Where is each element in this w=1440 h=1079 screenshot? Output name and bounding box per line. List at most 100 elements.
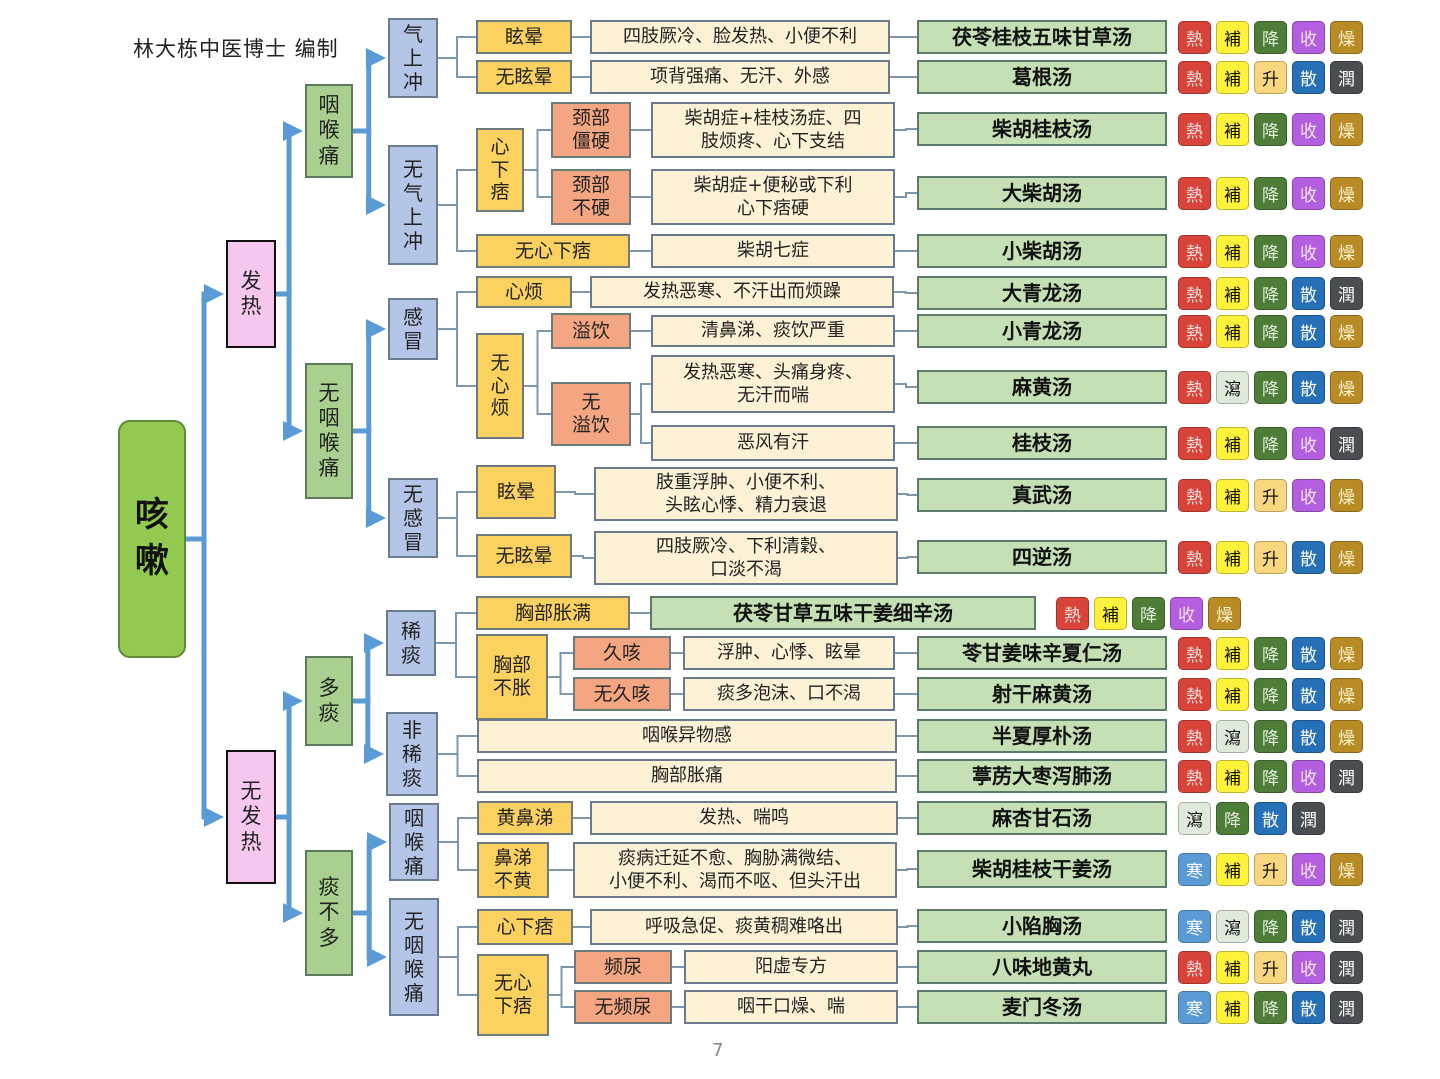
condition-node-d3: 心 下 痞 [476, 128, 524, 212]
property-tag: 降 [1254, 177, 1287, 210]
sub-branch-node-c6: 非 稀 痰 [386, 712, 438, 796]
property-tag: 寒 [1178, 853, 1211, 886]
symptom-branch-node-b4: 痰 不 多 [305, 850, 353, 976]
symptom-box: 痰病迁延不愈、胸胁满微结、 小便不利、渴而不呕、但头汗出 [573, 842, 897, 898]
connector-line [438, 328, 476, 387]
property-tag: 潤 [1330, 277, 1363, 310]
sub-condition-node-e5: 久咳 [573, 636, 671, 670]
property-tag: 熱 [1178, 371, 1211, 404]
property-tag: 降 [1254, 637, 1287, 670]
property-tag: 補 [1216, 277, 1249, 310]
property-tag: 收 [1292, 479, 1325, 512]
property-tag: 潤 [1330, 61, 1363, 94]
connector-line [898, 556, 917, 559]
sub-condition-node-e6: 无久咳 [573, 677, 671, 711]
arrow-connector [353, 48, 386, 134]
sub-branch-node-c3: 感 冒 [388, 298, 438, 360]
formula-box: 葛根汤 [917, 60, 1167, 94]
property-tag: 燥 [1330, 678, 1363, 711]
connector-line [439, 841, 477, 871]
connector-line [438, 169, 476, 206]
property-tag: 燥 [1330, 315, 1363, 348]
condition-node-d6: 无 心 烦 [476, 333, 524, 439]
connector-line [898, 925, 917, 928]
symptom-box: 阳虚专方 [684, 950, 898, 984]
arrow-connector [186, 284, 224, 542]
connector-line [438, 36, 476, 59]
arrow-connector [353, 428, 386, 528]
property-tag: 散 [1292, 720, 1325, 753]
property-tag: 補 [1216, 113, 1249, 146]
symptom-box: 呼吸急促、痰黄稠难咯出 [590, 909, 898, 945]
formula-box: 射干麻黄汤 [917, 677, 1167, 711]
condition-node-d2: 无眩晕 [476, 60, 572, 94]
connector-line [894, 291, 917, 294]
connector-line [439, 956, 477, 996]
condition-node-d8: 无眩晕 [476, 534, 572, 578]
connector-line [895, 192, 917, 198]
property-tag: 降 [1216, 802, 1249, 835]
arrow-connector [276, 121, 303, 297]
connector-line [436, 642, 476, 678]
sub-condition-node-e1: 颈部 僵硬 [551, 102, 631, 158]
symptom-box: 恶风有汗 [651, 425, 895, 461]
sub-condition-node-e8: 无频尿 [574, 990, 672, 1024]
fever-node-a1: 发 热 [226, 240, 276, 348]
condition-node-d13: 心下痞 [477, 909, 573, 945]
formula-box: 茯苓甘草五味干姜细辛汤 [650, 596, 1036, 630]
property-tag: 降 [1254, 277, 1287, 310]
symptom-branch-node-b2: 无 咽 喉 痛 [305, 363, 353, 499]
connector-line [524, 330, 551, 387]
property-tag: 收 [1292, 177, 1325, 210]
formula-box: 麻黄汤 [917, 370, 1167, 404]
connector-line [631, 383, 651, 415]
sub-condition-node-e7: 频尿 [574, 950, 672, 984]
property-tag: 熱 [1178, 21, 1211, 54]
property-tag: 補 [1216, 991, 1249, 1024]
property-tag: 熱 [1178, 315, 1211, 348]
property-tag: 收 [1292, 760, 1325, 793]
connector-line [548, 652, 573, 678]
property-tag: 熱 [1056, 597, 1089, 630]
property-tag: 降 [1254, 315, 1287, 348]
property-tag: 散 [1292, 637, 1325, 670]
arrow-connector [353, 698, 384, 764]
symptom-box: 咽干口燥、喘 [684, 990, 898, 1024]
property-tag: 收 [1292, 113, 1325, 146]
connector-line [524, 385, 551, 415]
property-tag: 潤 [1330, 760, 1363, 793]
sub-condition-node-e2: 颈部 不硬 [551, 169, 631, 225]
property-tag: 補 [1216, 235, 1249, 268]
fever-node-a2: 无 发 热 [226, 750, 276, 884]
connector-line [549, 994, 574, 1008]
connector-line [524, 129, 551, 171]
condition-node-d9: 胸部胀满 [476, 596, 630, 630]
property-tag: 降 [1254, 720, 1287, 753]
property-tag: 熱 [1178, 277, 1211, 310]
property-tag: 熱 [1178, 720, 1211, 753]
property-tag: 熱 [1178, 678, 1211, 711]
sub-branch-node-c8: 无 咽 喉 痛 [389, 898, 439, 1016]
connector-line [438, 204, 476, 252]
property-tag: 升 [1254, 479, 1287, 512]
author-title: 林大栋中医博士 编制 [133, 37, 339, 61]
property-tag: 收 [1292, 235, 1325, 268]
condition-node-d7: 眩晕 [476, 465, 556, 519]
arrow-connector [353, 128, 386, 215]
sub-branch-node-c5: 稀 痰 [386, 610, 436, 676]
property-tag: 寒 [1178, 910, 1211, 943]
property-tag: 燥 [1330, 720, 1363, 753]
sub-condition-node-e3: 溢饮 [551, 313, 631, 349]
property-tag: 補 [1216, 760, 1249, 793]
property-tag: 散 [1292, 678, 1325, 711]
formula-box: 八味地黄丸 [917, 950, 1167, 984]
property-tag: 降 [1254, 371, 1287, 404]
property-tag: 熱 [1178, 541, 1211, 574]
formula-box: 大青龙汤 [917, 276, 1167, 310]
property-tag: 補 [1216, 315, 1249, 348]
connector-line [439, 926, 477, 958]
connector-line [897, 868, 917, 871]
property-tag: 升 [1254, 61, 1287, 94]
condition-node-d5: 心烦 [476, 276, 572, 308]
symptom-branch-node-b3: 多 痰 [305, 656, 353, 746]
